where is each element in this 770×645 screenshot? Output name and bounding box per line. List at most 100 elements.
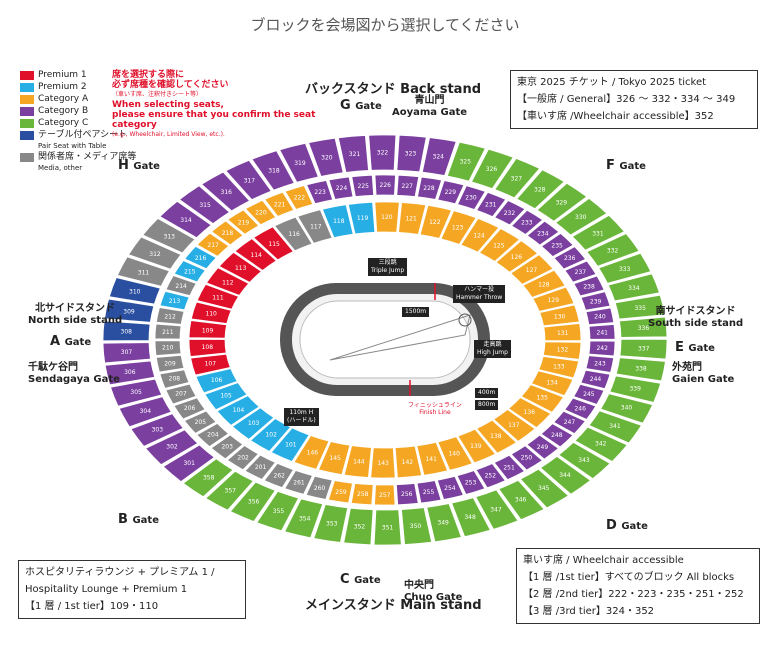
- seat-block-138[interactable]: [476, 419, 518, 454]
- seat-block-240[interactable]: [585, 307, 615, 326]
- seat-block-217[interactable]: [196, 232, 230, 257]
- seat-block-108[interactable]: [188, 338, 227, 357]
- seat-block-141[interactable]: [416, 441, 449, 476]
- seat-block-116[interactable]: [274, 216, 313, 252]
- seat-block-249[interactable]: [526, 434, 560, 460]
- seat-block-226[interactable]: [374, 174, 396, 196]
- seat-block-145[interactable]: [317, 441, 351, 476]
- seat-block-112[interactable]: [205, 267, 250, 296]
- seat-block-111[interactable]: [196, 283, 240, 310]
- seat-block-107[interactable]: [190, 353, 231, 376]
- seat-block-323[interactable]: [396, 134, 427, 173]
- seat-block-243[interactable]: [585, 355, 615, 373]
- seat-block-206[interactable]: [173, 397, 206, 420]
- seat-block-102[interactable]: [249, 418, 292, 452]
- seat-block-330[interactable]: [555, 197, 608, 236]
- seat-block-219[interactable]: [227, 209, 260, 235]
- seat-block-133[interactable]: [538, 356, 580, 379]
- seat-block-333[interactable]: [598, 252, 652, 284]
- seat-block-255[interactable]: [416, 480, 442, 504]
- seat-block-257[interactable]: [374, 484, 396, 506]
- seat-block-343[interactable]: [558, 441, 611, 480]
- seat-block-334[interactable]: [607, 273, 660, 302]
- seat-block-352[interactable]: [343, 507, 374, 546]
- seat-block-313[interactable]: [142, 218, 196, 254]
- seat-block-348[interactable]: [451, 497, 491, 538]
- seat-block-312[interactable]: [128, 236, 182, 270]
- seat-block-322[interactable]: [368, 134, 397, 171]
- seat-block-341[interactable]: [588, 410, 642, 444]
- seat-block-305[interactable]: [110, 378, 163, 407]
- seat-block-262[interactable]: [263, 462, 295, 489]
- seat-block-327[interactable]: [494, 158, 541, 199]
- seat-block-332[interactable]: [586, 233, 640, 267]
- seat-block-227[interactable]: [396, 174, 420, 198]
- seat-block-230[interactable]: [456, 185, 486, 210]
- seat-block-339[interactable]: [609, 375, 662, 403]
- seat-block-110[interactable]: [190, 301, 232, 324]
- seat-block-228[interactable]: [417, 176, 443, 200]
- seat-block-126[interactable]: [495, 240, 539, 273]
- seat-block-304[interactable]: [118, 396, 172, 428]
- seat-block-225[interactable]: [351, 174, 375, 197]
- seat-block-125[interactable]: [478, 228, 521, 262]
- seat-block-307[interactable]: [102, 342, 151, 364]
- seat-block-220[interactable]: [244, 199, 277, 226]
- seat-block-347[interactable]: [475, 489, 519, 530]
- seat-block-130[interactable]: [539, 304, 580, 327]
- seat-block-336[interactable]: [619, 316, 668, 338]
- seat-block-209[interactable]: [155, 354, 185, 373]
- seat-block-218[interactable]: [210, 220, 244, 246]
- seat-block-210[interactable]: [154, 340, 182, 356]
- seat-block-216[interactable]: [184, 245, 217, 270]
- seat-block-115[interactable]: [252, 226, 294, 261]
- seat-block-120[interactable]: [374, 201, 400, 233]
- seat-block-315[interactable]: [178, 185, 231, 225]
- seat-block-316[interactable]: [200, 171, 251, 212]
- seat-block-140[interactable]: [437, 436, 473, 471]
- seat-block-128[interactable]: [522, 269, 566, 298]
- seat-block-337[interactable]: [619, 338, 668, 360]
- seat-block-241[interactable]: [588, 324, 616, 340]
- seat-block-357[interactable]: [205, 470, 254, 511]
- seat-block-358[interactable]: [182, 458, 234, 498]
- seat-block-114[interactable]: [234, 238, 277, 271]
- seat-block-311[interactable]: [116, 256, 170, 287]
- seat-block-356[interactable]: [229, 481, 276, 522]
- seat-block-325[interactable]: [446, 141, 486, 182]
- seat-block-214[interactable]: [165, 275, 197, 297]
- seat-block-246[interactable]: [564, 397, 597, 420]
- seat-block-254[interactable]: [436, 475, 464, 500]
- seat-block-308[interactable]: [102, 320, 151, 342]
- seat-block-208[interactable]: [159, 369, 190, 389]
- seat-block-121[interactable]: [398, 202, 427, 235]
- seat-block-119[interactable]: [347, 201, 376, 235]
- seat-block-106[interactable]: [195, 368, 238, 394]
- seat-block-215[interactable]: [173, 260, 206, 283]
- seat-block-202[interactable]: [226, 445, 260, 471]
- seat-block-331[interactable]: [571, 214, 625, 251]
- seat-block-251[interactable]: [493, 454, 526, 481]
- seat-block-143[interactable]: [370, 447, 396, 479]
- seat-block-319[interactable]: [279, 142, 319, 183]
- seat-block-259[interactable]: [327, 480, 353, 504]
- seat-block-237[interactable]: [564, 260, 597, 283]
- seat-block-248[interactable]: [540, 423, 574, 448]
- seat-block-236[interactable]: [553, 246, 587, 270]
- seat-block-354[interactable]: [284, 498, 324, 539]
- seat-block-338[interactable]: [615, 357, 666, 382]
- seat-block-242[interactable]: [588, 340, 616, 357]
- seat-block-201[interactable]: [244, 454, 276, 480]
- seat-block-317[interactable]: [225, 159, 272, 201]
- seat-block-123[interactable]: [440, 210, 477, 245]
- seat-block-245[interactable]: [573, 383, 605, 405]
- seat-block-306[interactable]: [104, 360, 156, 386]
- seat-block-205[interactable]: [183, 410, 217, 434]
- seat-block-142[interactable]: [394, 445, 423, 479]
- seat-block-105[interactable]: [204, 382, 248, 411]
- seat-block-350[interactable]: [401, 507, 433, 545]
- seat-block-250[interactable]: [510, 445, 543, 471]
- seat-block-329[interactable]: [536, 182, 588, 222]
- seat-block-252[interactable]: [475, 463, 506, 489]
- seat-block-345[interactable]: [519, 468, 570, 509]
